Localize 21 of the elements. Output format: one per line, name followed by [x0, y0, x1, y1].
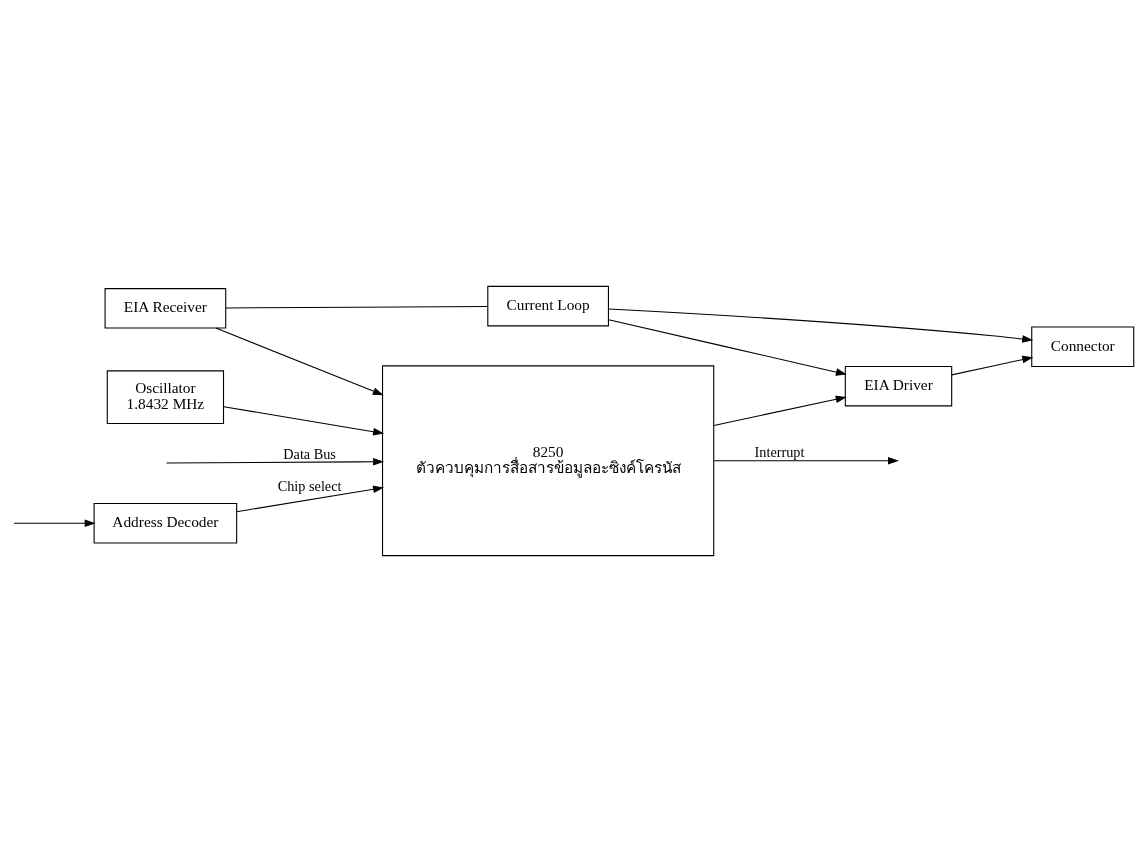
arrow — [236, 485, 385, 512]
connector — [225, 305, 489, 309]
arrow — [13, 518, 96, 527]
arrow — [215, 327, 384, 395]
arrow — [166, 457, 385, 466]
edge-label: Data Bus — [283, 445, 336, 462]
node-box: EIA Driver — [844, 365, 953, 406]
node-box: Current Loop — [487, 285, 609, 326]
arrow — [713, 395, 847, 426]
arrow — [713, 456, 899, 465]
arrow — [223, 405, 385, 435]
arrow — [608, 318, 847, 376]
arrow — [951, 355, 1034, 375]
node-box: 8250 ตัวควบคุมการสื่อสารข้อมูลอะซิงค์โครนัส — [381, 364, 715, 556]
node-box: EIA Receiver — [104, 287, 227, 329]
edge-label: Chip select — [277, 477, 342, 494]
arrow — [608, 308, 1034, 343]
node-box: Connector — [1031, 325, 1135, 367]
node-box: Address Decoder — [93, 502, 238, 544]
node-box: Oscillator 1.8432 MHz — [106, 369, 225, 424]
edge-label: Interrupt — [754, 443, 805, 460]
